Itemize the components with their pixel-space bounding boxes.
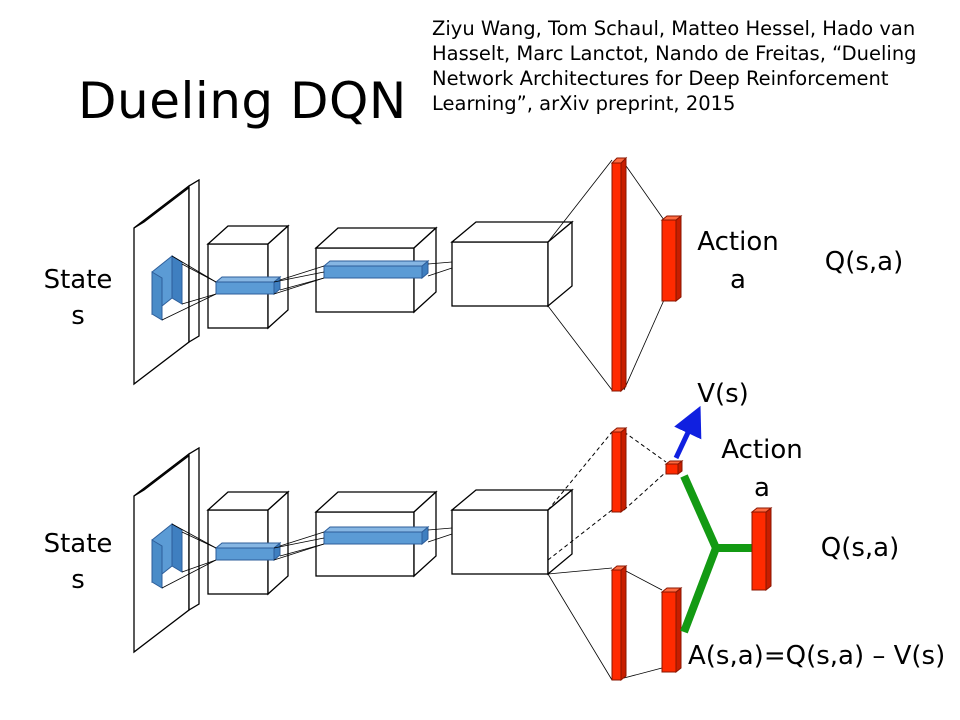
- state-symbol-top: s: [71, 301, 85, 331]
- value-label: V(s): [697, 379, 749, 409]
- slide-title: Dueling DQN: [78, 72, 407, 130]
- fc-layer-value-stream: [610, 426, 628, 514]
- citation-text: Ziyu Wang, Tom Schaul, Matteo Hessel, Ha…: [432, 17, 917, 115]
- filter-block-bottom-1: [151, 522, 183, 589]
- bottom-network: [133, 405, 773, 682]
- action-symbol-top: a: [730, 265, 746, 295]
- value-output-arrow: [673, 405, 702, 460]
- q-value-label-bottom: Q(s,a): [820, 533, 900, 563]
- advantage-label: A(s,a)=Q(s,a) – V(s): [688, 641, 946, 671]
- connection-lines-top: [161, 159, 665, 391]
- feature-bar-bottom-2: [322, 525, 430, 546]
- aggregation-connector: [680, 474, 752, 634]
- fc-layer-top: [610, 156, 628, 393]
- output-layer-top: [660, 214, 683, 303]
- value-scalar-node: [664, 460, 684, 475]
- fc-layer-advantage-stream: [610, 564, 628, 682]
- q-output-layer-bottom: [750, 506, 773, 592]
- advantage-output-layer: [660, 586, 683, 674]
- state-label-bottom: State: [43, 529, 113, 559]
- value-stream-dashed-lines: [547, 431, 667, 561]
- q-value-label-top: Q(s,a): [824, 247, 904, 277]
- feature-bar-top-1: [214, 275, 282, 296]
- conv-layer-bottom-3: [450, 488, 574, 576]
- connection-lines-bottom: [161, 523, 663, 681]
- state-label-top: State: [43, 265, 113, 295]
- action-label-top: Action: [697, 227, 779, 257]
- action-symbol-bottom: a: [754, 473, 770, 503]
- action-label-bottom: Action: [721, 435, 803, 465]
- top-network: [133, 156, 683, 393]
- conv-layer-top-3: [450, 220, 574, 308]
- conv-layer-top-2: [314, 226, 438, 314]
- feature-bar-top-2: [322, 259, 430, 280]
- state-symbol-bottom: s: [71, 565, 85, 595]
- feature-bar-bottom-1: [214, 541, 282, 562]
